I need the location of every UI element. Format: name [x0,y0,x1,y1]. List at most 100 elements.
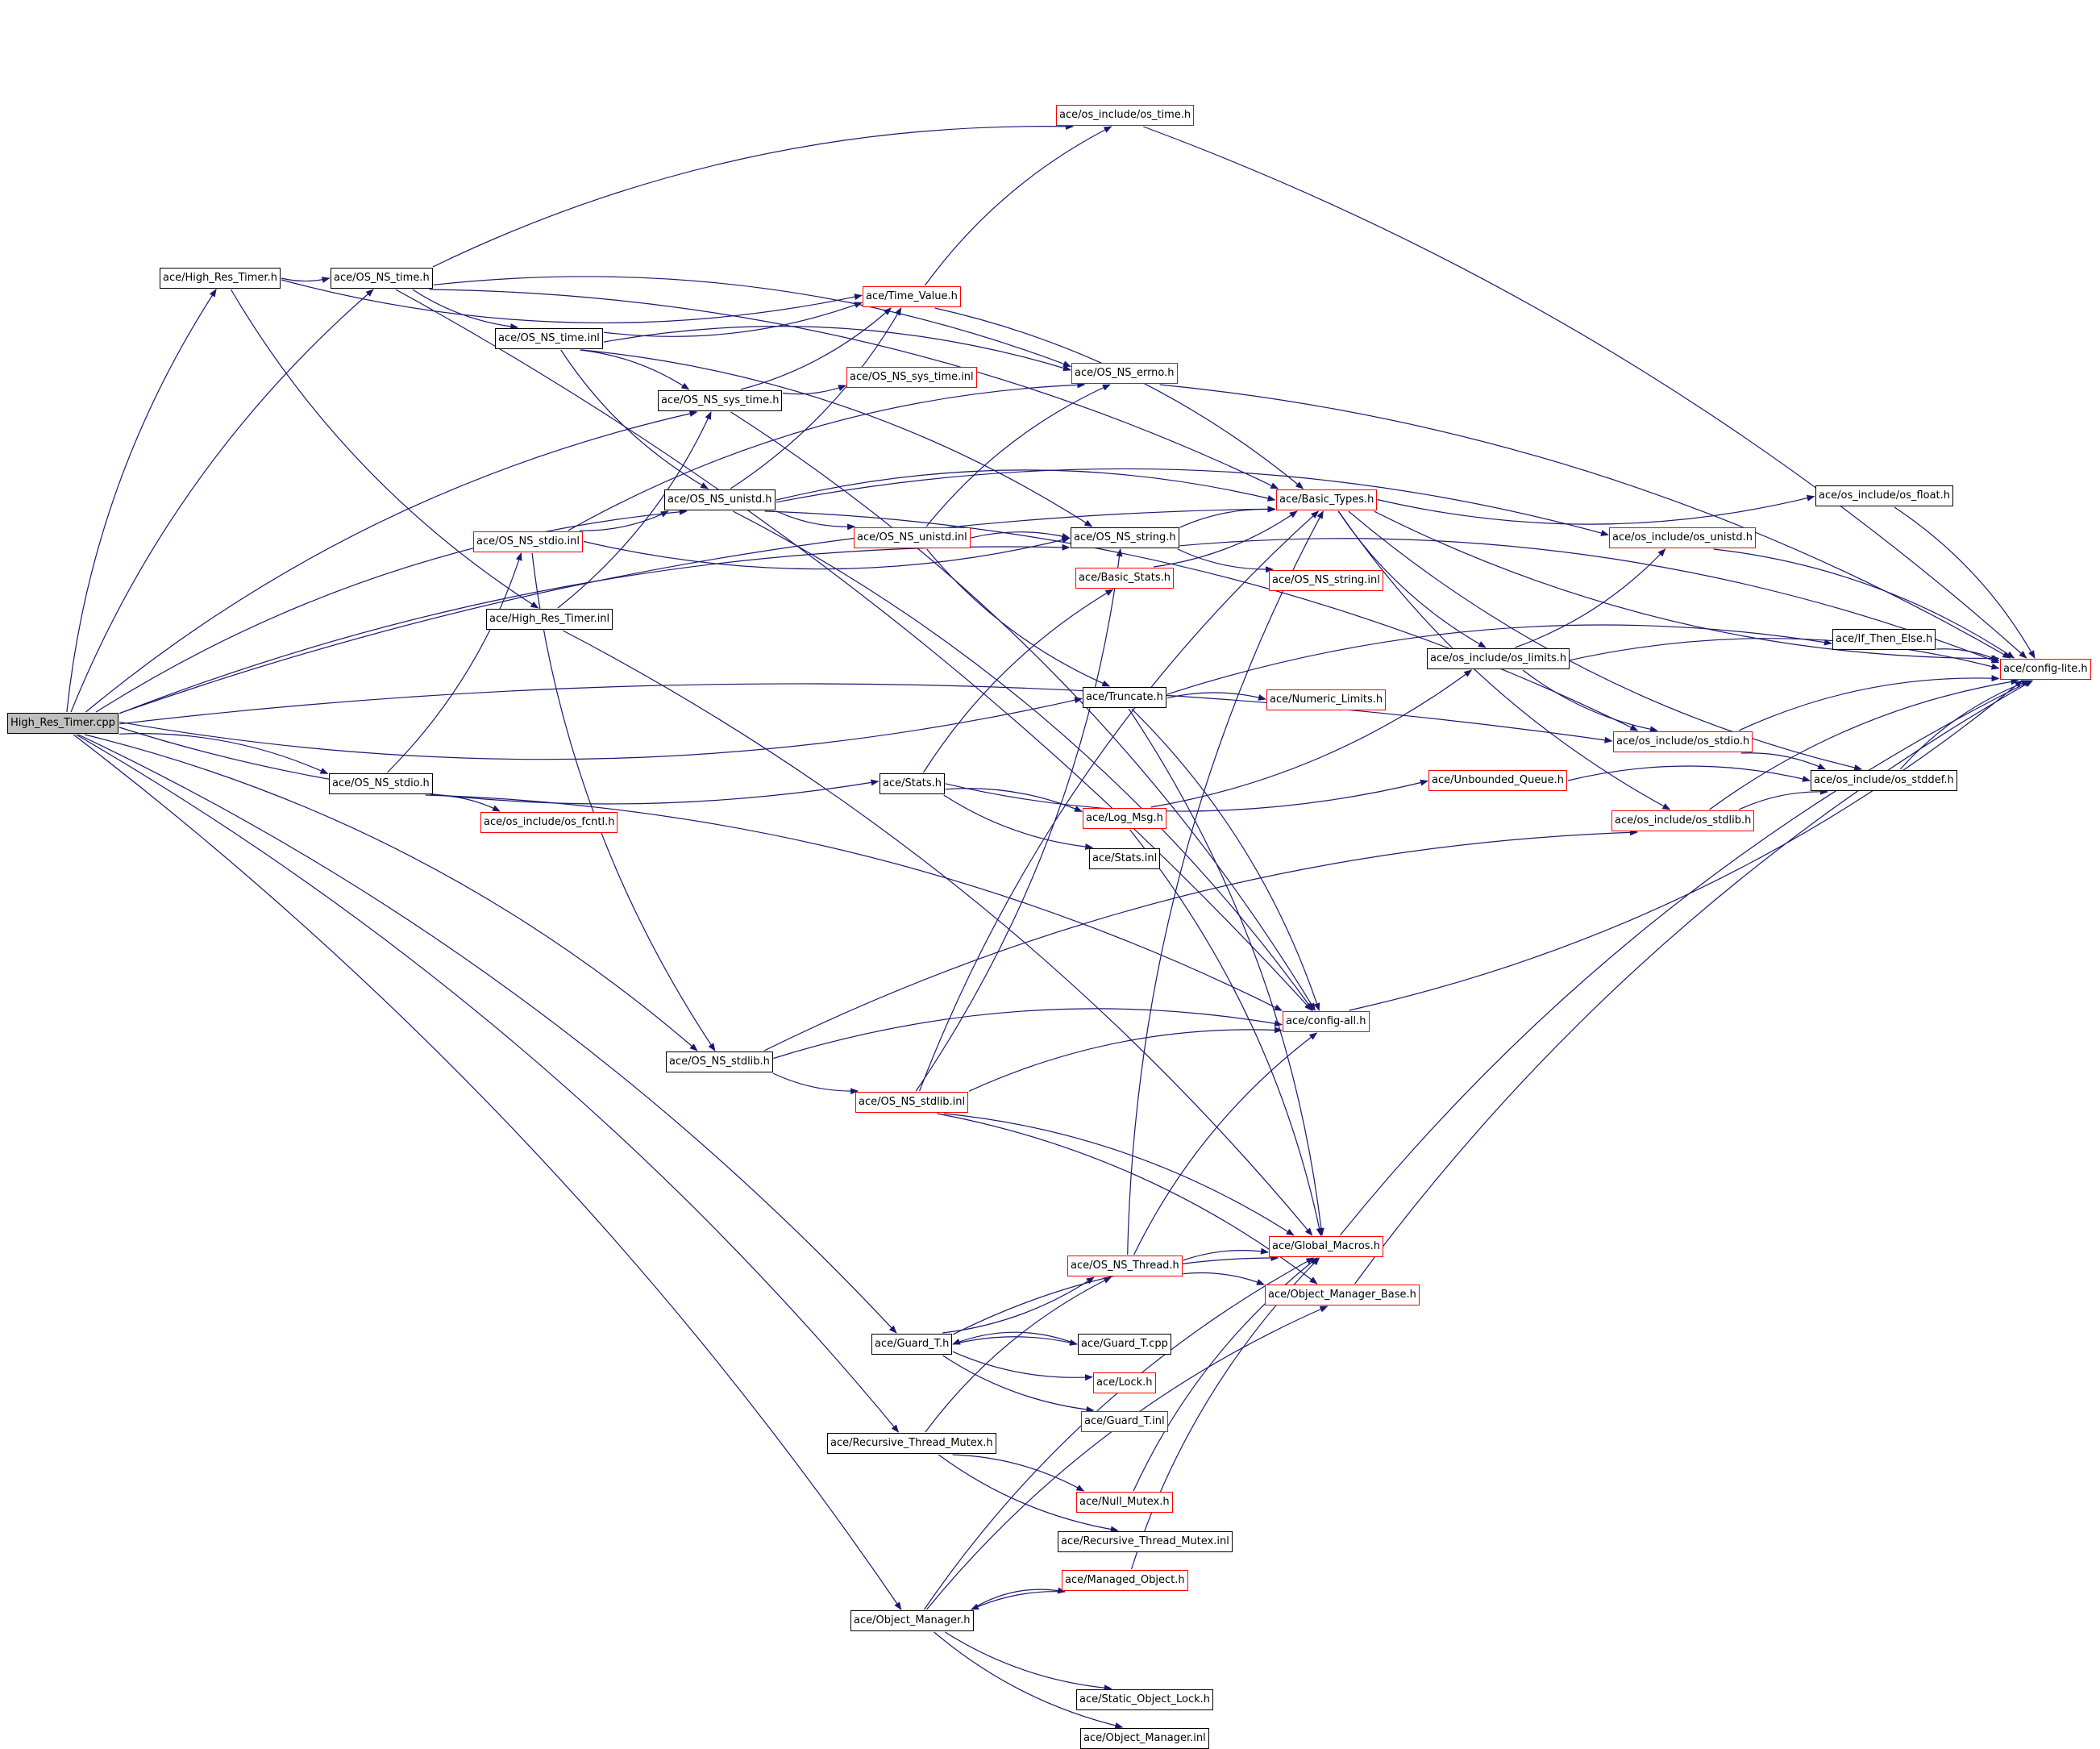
node-high-res-timer-h[interactable]: ace/High_Res_Timer.h [160,268,281,289]
node-os-ns-unistd-inl[interactable]: ace/OS_NS_unistd.inl [854,527,971,548]
edge-os_include_os_stdio_h-to-config_lite_h [1738,675,2000,731]
node-static-object-lock-h[interactable]: ace/Static_Object_Lock.h [1076,1689,1214,1710]
node-os-ns-sys-time-inl[interactable]: ace/OS_NS_sys_time.inl [846,367,977,388]
edge-high_res_timer_h-to-high_res_timer_inl [230,289,539,609]
node-recursive-thread-mutex-inl[interactable]: ace/Recursive_Thread_Mutex.inl [1058,1531,1233,1552]
node-os-ns-stdio-h[interactable]: ace/OS_NS_stdio.h [329,773,433,794]
node-object-manager-h[interactable]: ace/Object_Manager.h [850,1610,974,1631]
edge-os_ns_unistd_h-to-os_include_os_unistd_h [776,468,1609,536]
edge-os_ns_unistd_inl-to-os_ns_string_h [971,531,1071,539]
node-stats-inl[interactable]: ace/Stats.inl [1089,848,1161,869]
node-log-msg-h[interactable]: ace/Log_Msg.h [1083,808,1166,829]
edge-os_ns_stdlib_inl-to-global_macros_h [944,1113,1295,1236]
node-time-value-h[interactable]: ace/Time_Value.h [863,286,961,307]
edge-guard_t_h-to-guard_t_inl [942,1355,1095,1413]
edge-os_ns_thread_h-to-object_manager_base_h [1183,1272,1265,1285]
edge-truncate_h-to-global_macros_h [1128,708,1324,1236]
edge-os_ns_time_h-to-os_ns_time_inl [412,289,519,330]
edge-os_include_os_unistd_h-to-config_lite_h [1713,548,2015,659]
node-stats-h[interactable]: ace/Stats.h [880,773,946,794]
node-managed-object-h[interactable]: ace/Managed_Object.h [1062,1570,1188,1591]
node-truncate-h[interactable]: ace/Truncate.h [1083,687,1166,708]
edge-os_ns_time_h-to-os_ns_errno_h [433,276,1071,367]
node-os-include-os-float-h[interactable]: ace/os_include/os_float.h [1815,485,1954,506]
node-object-manager-base-h[interactable]: ace/Object_Manager_Base.h [1265,1285,1420,1306]
node-numeric-limits-h[interactable]: ace/Numeric_Limits.h [1266,689,1387,710]
edge-stats_h-to-basic_stats_h [922,589,1114,773]
node-guard-t-h[interactable]: ace/Guard_T.h [871,1334,953,1355]
edge-truncate_h-to-numeric_limits_h [1166,692,1266,701]
node-basic-stats-h[interactable]: ace/Basic_Stats.h [1075,568,1174,589]
edge-object_manager_h-to-global_macros_h [924,1257,1315,1610]
edge-log_msg_h-to-global_macros_h [1129,829,1323,1236]
node-os-ns-time-inl[interactable]: ace/OS_NS_time.inl [495,328,603,349]
node-os-include-os-stddef-h[interactable]: ace/os_include/os_stddef.h [1811,770,1957,791]
node-os-ns-stdlib-h[interactable]: ace/OS_NS_stdlib.h [666,1051,773,1072]
edge-recursive_thread_mutex_h-to-os_ns_thread_h [925,1276,1112,1433]
edge-os_ns_errno_h-to-config_lite_h [1159,384,2011,659]
edge-os_ns_unistd_h-to-os_include_os_stdio_h [764,510,1639,731]
node-guard-t-inl[interactable]: ace/Guard_T.inl [1081,1411,1168,1432]
node-os-include-os-stdlib-h[interactable]: ace/os_include/os_stdlib.h [1611,810,1755,831]
edge-os_include_os_stdlib_h-to-os_include_os_stddef_h [1738,788,1828,810]
edge-object_manager_h-to-managed_object_h [971,1587,1067,1610]
node-os-include-os-unistd-h[interactable]: ace/os_include/os_unistd.h [1609,527,1757,548]
edge-os_ns_sys_time_h-to-time_value_h [740,307,892,390]
node-lock-h[interactable]: ace/Lock.h [1093,1372,1156,1393]
node-os-include-os-fcntl-h[interactable]: ace/os_include/os_fcntl.h [480,812,618,833]
edge-os_ns_time_inl-to-os_ns_unistd_h [560,349,709,489]
node-null-mutex-h[interactable]: ace/Null_Mutex.h [1076,1492,1173,1513]
edge-time_value_h-to-basic_types_h [934,307,1304,489]
edge-basic_types_h-to-os_include_os_stddef_h [1348,510,1863,771]
edge-os_ns_thread_h-to-config_all_h [1133,1032,1318,1256]
node-os-ns-unistd-h[interactable]: ace/OS_NS_unistd.h [664,489,776,510]
node-os-ns-string-inl[interactable]: ace/OS_NS_string.inl [1269,570,1383,591]
node-os-ns-stdlib-inl[interactable]: ace/OS_NS_stdlib.inl [855,1092,969,1113]
node-os-include-os-stdio-h[interactable]: ace/os_include/os_stdio.h [1613,731,1753,752]
edge-os_ns_time_inl-to-time_value_h [603,302,863,337]
edge-stats_h-to-log_msg_h [945,788,1083,812]
node-os-ns-string-h[interactable]: ace/OS_NS_string.h [1071,527,1179,548]
edge-guard_t_h-to-lock_h [952,1351,1093,1381]
node-high-res-timer-inl[interactable]: ace/High_Res_Timer.inl [486,609,613,630]
node-os-include-os-limits-h[interactable]: ace/os_include/os_limits.h [1427,648,1570,669]
node-global-macros-h[interactable]: ace/Global_Macros.h [1269,1236,1383,1257]
edge-basic_types_h-to-config_lite_h [1374,510,2000,662]
node-guard-t-cpp[interactable]: ace/Guard_T.cpp [1078,1334,1171,1355]
node-os-include-os-time-h[interactable]: ace/os_include/os_time.h [1056,105,1195,126]
node-os-ns-time-h[interactable]: ace/OS_NS_time.h [331,268,433,289]
edge-basic_types_h-to-os_include_os_stdlib_h [1338,510,1671,810]
edge-os_ns_thread_h-to-basic_types_h [1127,510,1324,1256]
node-object-manager-inl[interactable]: ace/Object_Manager.inl [1080,1728,1209,1749]
edge-guard_t_h-to-global_macros_h [952,1254,1279,1335]
node-os-ns-sys-time-h[interactable]: ace/OS_NS_sys_time.h [658,390,783,411]
node-unbounded-queue-h[interactable]: ace/Unbounded_Queue.h [1428,770,1568,791]
edge-os_ns_thread_h-to-global_macros_h [1183,1247,1269,1261]
edge-os_ns_stdio_inl-to-os_ns_unistd_h [580,510,669,531]
node-if-then-else-h[interactable]: ace/If_Then_Else.h [1832,629,1936,650]
edge-object_manager_base_h-to-config_lite_h [1354,680,2034,1285]
node-config-all-h[interactable]: ace/config-all.h [1283,1011,1370,1032]
node-os-ns-thread-h[interactable]: ace/OS_NS_Thread.h [1067,1256,1183,1276]
edge-os_ns_unistd_h-to-basic_types_h [776,469,1276,502]
edge-root-to-basic_types_h [119,506,1276,714]
edge-root-to-recursive_thread_mutex_h [76,734,900,1433]
edge-null_mutex_h-to-global_macros_h [1133,1257,1318,1492]
edge-root-to-guard_t_h [77,734,897,1334]
edge-os_ns_stdlib_h-to-config_all_h [773,1008,1283,1060]
edge-stats_h-to-stats_inl [943,794,1094,851]
edge-os_ns_string_h-to-os_ns_string_inl [1177,548,1274,573]
edge-os_ns_stdlib_h-to-os_include_os_stdlib_h [763,829,1638,1051]
node-config-lite-h[interactable]: ace/config-lite.h [2000,659,2091,680]
edge-log_msg_h-to-os_include_os_limits_h [1150,669,1473,808]
node-basic-types-h[interactable]: ace/Basic_Types.h [1276,489,1378,510]
edge-object_manager_h-to-object_manager_base_h [926,1306,1329,1610]
edge-os_ns_unistd_h-to-os_ns_unistd_inl [776,510,856,531]
node-os-ns-stdio-inl[interactable]: ace/OS_NS_stdio.inl [473,531,584,552]
node-os-ns-errno-h[interactable]: ace/OS_NS_errno.h [1071,363,1178,384]
edge-high_res_timer_h-to-os_ns_time_h [281,277,331,283]
edge-os_include_os_stdlib_h-to-config_lite_h [1709,678,2019,810]
node-recursive-thread-mutex-h[interactable]: ace/Recursive_Thread_Mutex.h [827,1433,996,1454]
edge-stats_h-to-unbounded_queue_h [945,779,1428,812]
edge-root-to-truncate_h [119,697,1083,760]
